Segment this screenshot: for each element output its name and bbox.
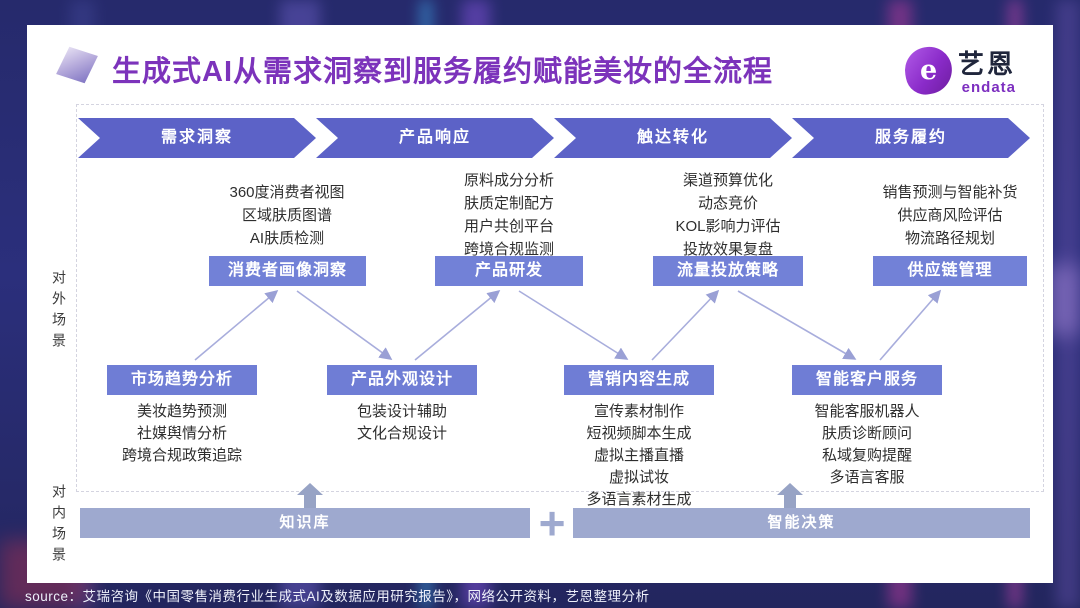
list-item: 投放效果复盘	[682, 241, 773, 258]
list-item: 智能客服机器人	[814, 403, 920, 420]
list-item: 私域复购提醒	[821, 447, 912, 464]
list-item: 供应商风险评估	[897, 207, 1003, 224]
endata-logo: e 艺恩 endata	[901, 42, 1045, 98]
plus-icon: +	[538, 497, 566, 549]
capability-list: 360度消费者视图 区域肤质图谱 AI肤质检测	[177, 181, 397, 250]
list-item: 虚拟主播直播	[593, 447, 684, 464]
list-item: 社媒舆情分析	[136, 425, 227, 442]
up-arrow-icon	[784, 495, 796, 508]
list-item: 包装设计辅助	[356, 403, 447, 420]
page-title: 生成式AI从需求洞察到服务履约赋能美妆的全流程	[112, 56, 774, 88]
list-item: 区域肤质图谱	[241, 207, 332, 224]
endata-logo-icon: e	[901, 42, 956, 98]
product-rd-box: 产品研发	[435, 256, 583, 286]
list-item: 销售预测与智能补货	[882, 184, 1018, 201]
logo-text: 艺恩 endata	[958, 44, 1016, 96]
capability-list: 原料成分分析 肤质定制配方 用户共创平台 跨境合规监测	[399, 169, 619, 261]
knowledge-base-bar: 知识库	[80, 508, 530, 538]
list-item: 虚拟试妆	[608, 469, 669, 486]
list-item: 渠道预算优化	[682, 172, 773, 189]
stage-chevron-service-fulfillment: 服务履约	[792, 118, 1030, 158]
list-item: 物流路径规划	[904, 230, 995, 247]
capability-list: 美妆趋势预测 社媒舆情分析 跨境合规政策追踪	[72, 401, 292, 467]
market-trend-analysis-box: 市场趋势分析	[107, 365, 257, 395]
logo-e-glyph: e	[919, 54, 938, 86]
stage-chevron-demand-insight: 需求洞察	[78, 118, 316, 158]
list-item: 跨境合规政策追踪	[121, 447, 242, 464]
list-item: 肤质定制配方	[463, 195, 554, 212]
marketing-content-generation-box: 营销内容生成	[564, 365, 714, 395]
supply-chain-management-box: 供应链管理	[873, 256, 1027, 286]
capability-list: 智能客服机器人 肤质诊断顾问 私域复购提醒 多语言客服	[757, 401, 977, 489]
up-arrow-icon	[777, 483, 803, 495]
up-arrow-icon	[297, 483, 323, 495]
list-item: 360度消费者视图	[229, 184, 345, 201]
list-item: AI肤质检测	[249, 230, 325, 247]
list-item: 动态竞价	[697, 195, 758, 212]
list-item: 多语言客服	[829, 469, 905, 486]
outer-scenario-label: 对外场景	[51, 270, 67, 354]
capability-list: 宣传素材制作 短视频脚本生成 虚拟主播直播 虚拟试妆 多语言素材生成	[529, 401, 749, 511]
traffic-placement-strategy-box: 流量投放策略	[653, 256, 803, 286]
logo-cn-name: 艺恩	[958, 49, 1017, 79]
source-note: source：艾瑞咨询《中国零售消费行业生成式AI及数据应用研究报告》，网络公开…	[25, 589, 650, 604]
capability-list: 渠道预算优化 动态竞价 KOL影响力评估 投放效果复盘	[618, 169, 838, 261]
inner-scenario-label: 对内场景	[51, 484, 67, 568]
stage-chevron-product-response: 产品响应	[316, 118, 554, 158]
list-item: 文化合规设计	[356, 425, 447, 442]
capability-list: 包装设计辅助 文化合规设计	[292, 401, 512, 445]
product-design-box: 产品外观设计	[327, 365, 477, 395]
list-item: 用户共创平台	[463, 218, 554, 235]
list-item: 跨境合规监测	[463, 241, 554, 258]
intelligent-customer-service-box: 智能客户服务	[792, 365, 942, 395]
list-item: 美妆趋势预测	[136, 403, 227, 420]
stage-chevron-reach-conversion: 触达转化	[554, 118, 792, 158]
list-item: 多语言素材生成	[586, 491, 692, 508]
list-item: 短视频脚本生成	[586, 425, 692, 442]
list-item: 原料成分分析	[463, 172, 554, 189]
up-arrow-icon	[304, 495, 316, 508]
background-glow	[1048, 265, 1080, 335]
logo-en-name: endata	[961, 79, 1017, 96]
capability-list: 销售预测与智能补货 供应商风险评估 物流路径规划	[840, 181, 1060, 250]
intelligent-decision-bar: 智能决策	[573, 508, 1030, 538]
consumer-portrait-insight-box: 消费者画像洞察	[209, 256, 366, 286]
list-item: KOL影响力评估	[675, 218, 781, 235]
list-item: 宣传素材制作	[593, 403, 684, 420]
flow-area-border	[76, 104, 1044, 492]
list-item: 肤质诊断顾问	[821, 425, 912, 442]
